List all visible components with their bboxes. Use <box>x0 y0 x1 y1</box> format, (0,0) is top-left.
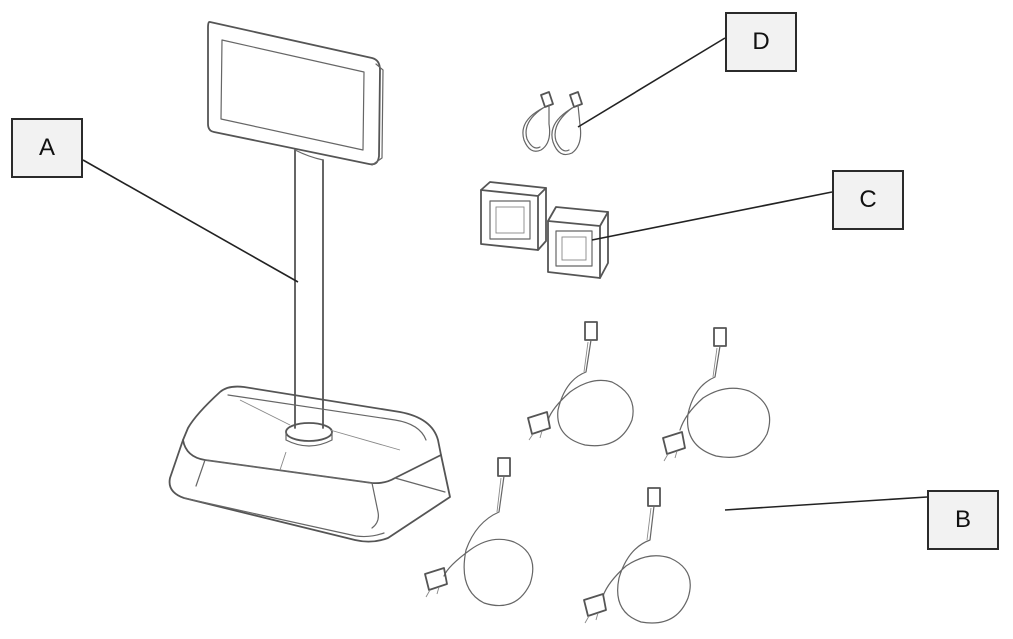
leader-line-d <box>577 37 726 128</box>
callout-label-c: C <box>832 170 904 230</box>
callout-label-a: A <box>11 118 83 178</box>
callout-label-d: D <box>725 12 797 72</box>
mounting-bracket-icon <box>480 181 609 279</box>
leader-line-a <box>82 159 299 283</box>
power-cable-icon <box>424 321 771 624</box>
callout-label-b: B <box>927 490 999 550</box>
cable-tie-icon <box>522 91 583 156</box>
leader-line-c <box>591 191 833 241</box>
leader-line-b <box>724 496 928 511</box>
display-stand-icon <box>168 21 451 543</box>
leader-lines <box>82 37 928 511</box>
